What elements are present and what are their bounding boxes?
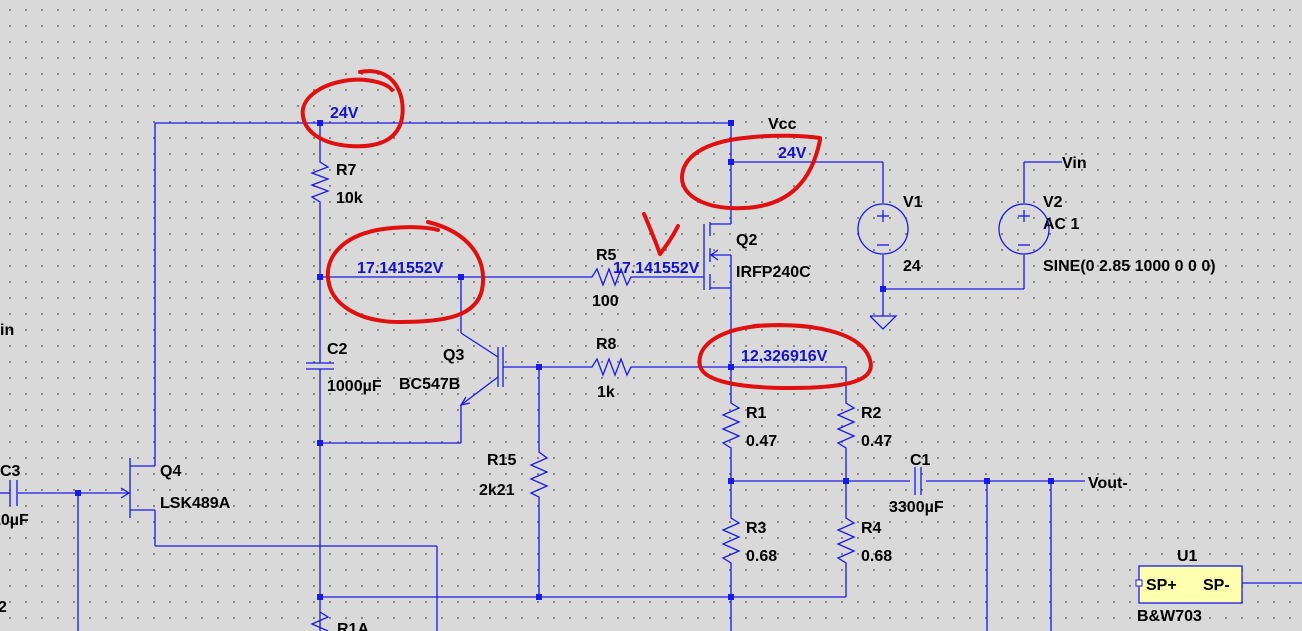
transistor-q4[interactable] [120, 454, 156, 518]
c1-value: 3300µF [889, 499, 944, 516]
resistor-r3[interactable] [721, 510, 741, 568]
q2-name: Q2 [736, 232, 757, 249]
voltage-r7-node: 17.141552V [357, 260, 444, 277]
u1-pin-minus: SP- [1203, 577, 1230, 594]
q4-value: LSK489A [160, 495, 231, 512]
v2-spec: SINE(0 2.85 1000 0 0 0) [1043, 258, 1216, 275]
q4-name: Q4 [160, 463, 181, 480]
voltage-source-v1[interactable] [857, 203, 909, 255]
capacitor-c3[interactable] [9, 480, 18, 506]
r3-value: 0.68 [746, 548, 777, 565]
r15-name: R15 [487, 452, 516, 469]
transistor-q3[interactable] [459, 332, 504, 416]
r8-value: 1k [597, 384, 615, 401]
annotation-arrow-gate [642, 212, 680, 256]
net-label-vcc: Vcc [768, 116, 797, 133]
annotation-circle-vcc [679, 133, 822, 211]
c3-name: C3 [0, 463, 21, 480]
r4-name: R4 [861, 520, 882, 537]
annotations [300, 69, 873, 391]
voltage-source-node: 12.326916V [741, 348, 828, 365]
wires [0, 122, 1302, 631]
v1-value: 24 [903, 258, 921, 275]
left-partial-label: 2 [0, 599, 7, 616]
resistor-r8[interactable] [585, 357, 635, 377]
r15-value: 2k21 [479, 482, 515, 499]
r3-name: R3 [746, 520, 767, 537]
junctions [75, 120, 1054, 600]
annotation-circle-r7 [325, 220, 485, 325]
r8-name: R8 [596, 336, 617, 353]
v1-name: V1 [903, 194, 923, 211]
r5-name: R5 [596, 247, 617, 264]
r2-value: 0.47 [861, 433, 892, 450]
annotation-circle-source [697, 323, 873, 391]
u1-value: B&W703 [1137, 608, 1202, 625]
voltage-gate-node: 17.141552V [613, 260, 700, 277]
u1-pin-plus: SP+ [1146, 577, 1177, 594]
resistor-r7[interactable] [310, 152, 330, 206]
annotation-circle-top [300, 69, 405, 149]
resistor-r1a[interactable] [310, 611, 330, 631]
r5-value: 100 [592, 293, 619, 310]
resistor-r15[interactable] [529, 448, 549, 500]
v2-value: AC 1 [1043, 216, 1080, 233]
c3-value: 10µF [0, 512, 29, 529]
r7-name: R7 [336, 162, 357, 179]
resistor-r2[interactable] [836, 393, 856, 455]
u1-name: U1 [1177, 548, 1198, 565]
q2-value: IRFP240C [736, 264, 811, 281]
transistor-q2[interactable] [703, 222, 732, 290]
net-label-in: in [0, 322, 14, 339]
net-label-vout: Vout- [1088, 475, 1128, 492]
resistor-r1[interactable] [721, 393, 741, 455]
r1-value: 0.47 [746, 433, 777, 450]
r7-value: 10k [336, 190, 363, 207]
resistor-r5[interactable] [585, 267, 635, 287]
r4-value: 0.68 [861, 548, 892, 565]
r1a-name: R1A [337, 621, 369, 631]
voltage-vcc-node: 24V [778, 145, 807, 162]
ground-symbol [869, 315, 898, 330]
capacitor-c2[interactable] [306, 362, 334, 370]
speaker-u1[interactable] [1135, 565, 1243, 604]
r2-name: R2 [861, 405, 882, 422]
v2-name: V2 [1043, 194, 1063, 211]
c2-name: C2 [327, 341, 348, 358]
c2-value: 1000µF [327, 378, 382, 395]
voltage-top-node: 24V [330, 105, 359, 122]
voltage-source-v2[interactable] [998, 203, 1050, 255]
q3-name: Q3 [443, 347, 464, 364]
c1-name: C1 [910, 452, 931, 469]
capacitor-c1[interactable] [914, 467, 922, 495]
q3-value: BC547B [399, 376, 460, 393]
net-label-vin: Vin [1062, 155, 1087, 172]
resistor-r4[interactable] [836, 510, 856, 568]
r1-name: R1 [746, 405, 767, 422]
